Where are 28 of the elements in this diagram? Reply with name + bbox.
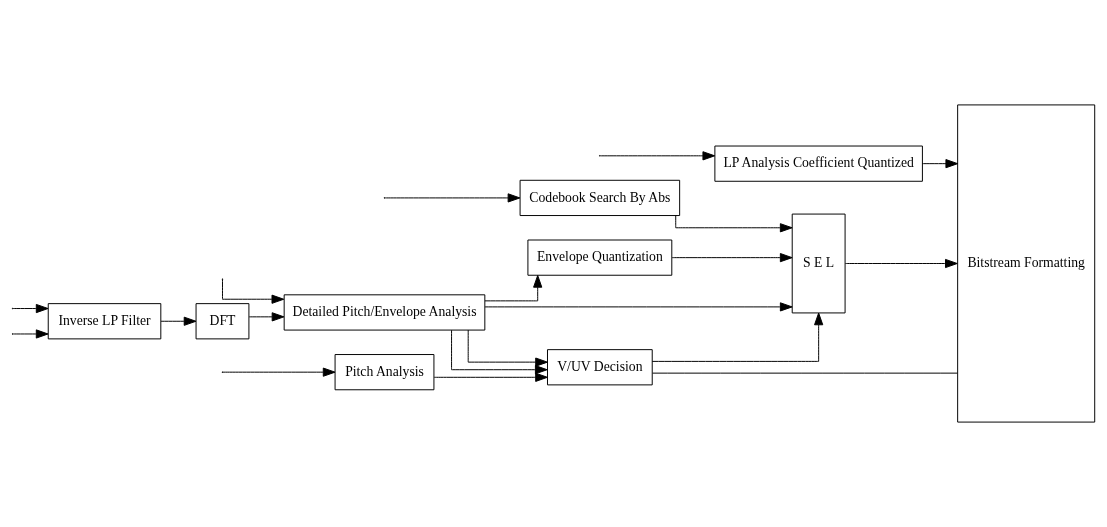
arrow [600, 151, 716, 161]
node-box: LP Analysis Coefficient Quantized [714, 145, 923, 182]
arrow [222, 367, 336, 377]
arrow [467, 329, 548, 367]
arrow [921, 159, 959, 169]
arrow [671, 253, 793, 263]
arrow [12, 303, 49, 314]
arrow [248, 312, 285, 322]
node-box: DFT [195, 303, 250, 340]
arrow [484, 274, 543, 302]
node-box: Detailed Pitch/Envelope Analysis [283, 294, 486, 331]
arrow [12, 329, 49, 339]
arrow [160, 316, 197, 326]
node-box: Pitch Analysis [334, 354, 435, 391]
arrow [484, 302, 793, 312]
arrow [451, 329, 548, 375]
node-box: Bitstream Formatting [957, 104, 1096, 423]
arrow [384, 193, 521, 203]
arrow [433, 372, 548, 382]
node-box: Codebook Search By Abs [519, 179, 681, 216]
arrow [222, 279, 285, 304]
node-box: Inverse LP Filter [47, 303, 162, 340]
arrow [651, 312, 824, 362]
node-box: V/UV Decision [547, 349, 653, 386]
arrow [844, 258, 958, 269]
connector [652, 372, 958, 374]
node-box: Envelope Quantization [527, 239, 673, 276]
node-box: S E L [791, 213, 846, 314]
